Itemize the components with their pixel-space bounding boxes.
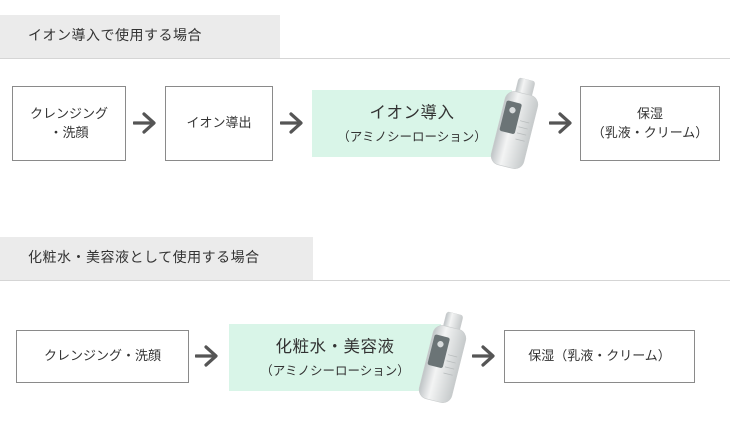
step-sub-label: （アミノシーローション） [337,128,487,144]
step-cleansing-wash: クレンジング・洗顔 [16,330,189,383]
step-label: イオン導出 [186,116,252,131]
step-moisturize: 保湿 （乳液・クリーム） [580,86,720,161]
step-label: クレンジング・洗顔 [43,349,161,364]
section1-header: イオン導入で使用する場合 [0,15,280,58]
arrow-right-icon [195,345,218,367]
step-label: クレンジング [29,106,108,122]
step-label: 保湿（乳液・クリーム） [528,349,671,364]
arrow-right-icon [133,112,156,134]
step-moisturize: 保湿（乳液・クリーム） [504,330,695,383]
arrow-right-icon [280,112,303,134]
step-label: 保湿 [636,106,663,122]
section1-divider [0,58,730,59]
section1-title: イオン導入で使用する場合 [28,28,202,44]
arrow-right-icon [472,345,495,367]
step-label: （乳液・クリーム） [591,125,709,141]
section2-divider [0,280,730,281]
step-ion-introduction: イオン導入 （アミノシーローション） [312,90,512,157]
section2-title: 化粧水・美容液として使用する場合 [28,250,260,266]
step-ion-extraction: イオン導出 [165,86,273,161]
step-sub-label: （アミノシーローション） [260,362,410,378]
step-main-label: イオン導入 [369,102,455,122]
step-cleansing-wash: クレンジング ・洗顔 [12,86,126,161]
step-label: ・洗顔 [49,125,89,141]
arrow-right-icon [549,112,572,134]
section2-header: 化粧水・美容液として使用する場合 [0,237,313,280]
step-toner-serum: 化粧水・美容液 （アミノシーローション） [229,324,441,391]
step-main-label: 化粧水・美容液 [275,336,395,356]
